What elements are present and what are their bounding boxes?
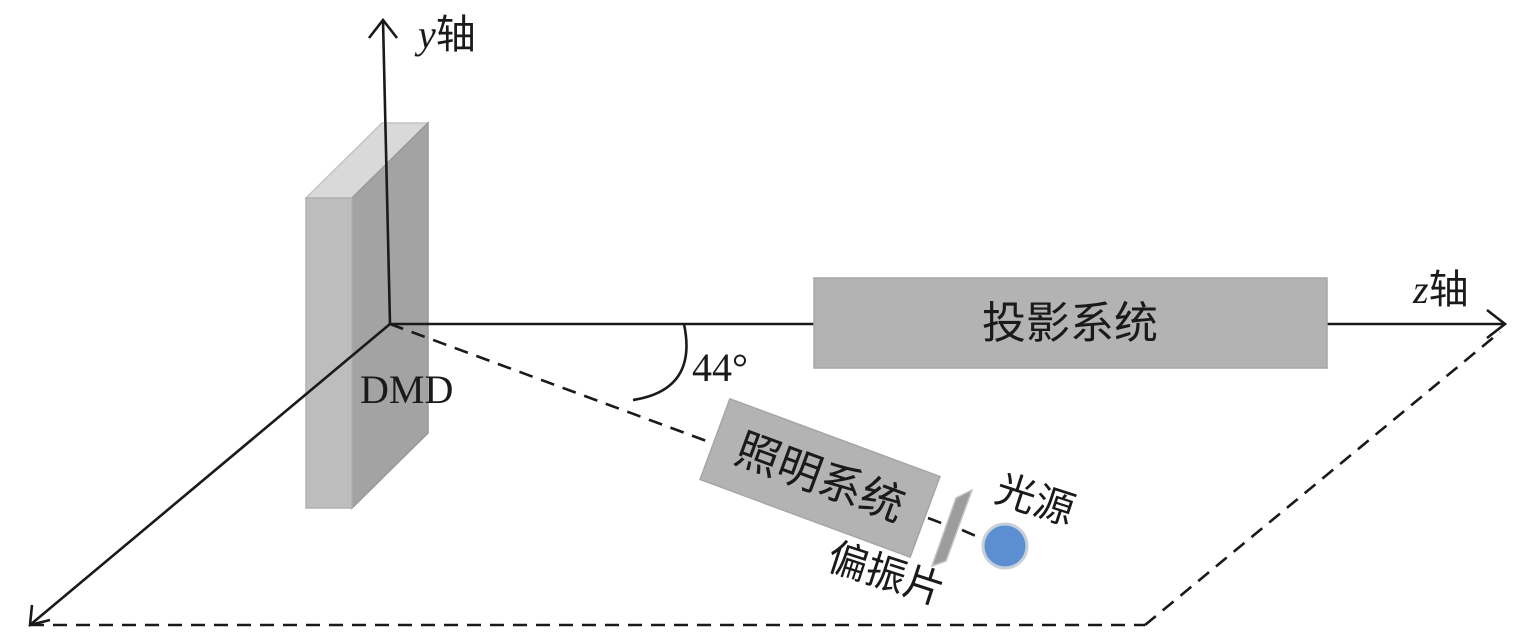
dmd-label: DMD xyxy=(360,367,453,412)
dmd-block xyxy=(304,121,430,510)
y-axis xyxy=(367,17,399,325)
angle-label: 44° xyxy=(692,345,748,390)
dmd-front-face xyxy=(305,197,353,509)
depth-axis xyxy=(28,323,391,627)
polarizer-plate xyxy=(930,488,974,568)
z-axis-arrowhead xyxy=(1486,308,1508,340)
z-axis-label: z轴 xyxy=(1412,267,1469,312)
z-axis-suffix: 轴 xyxy=(1429,267,1469,312)
angle-arc xyxy=(632,323,688,402)
ground-plane-outline xyxy=(30,330,1501,627)
illumination-axis xyxy=(389,322,713,445)
projection-system-label: 投影系统 xyxy=(982,299,1158,348)
y-axis-suffix: 轴 xyxy=(436,12,476,57)
illumination-system-block xyxy=(699,397,941,559)
y-axis-label: y轴 xyxy=(414,12,476,57)
depth-axis-arrowhead xyxy=(28,604,51,627)
y-axis-var: y xyxy=(414,12,436,57)
light-source-circle xyxy=(981,522,1029,570)
beam-segment-polarizer-source xyxy=(961,528,984,541)
z-axis-var: z xyxy=(1412,267,1429,312)
y-axis-arrowhead xyxy=(367,17,399,39)
beam-segment-illum-polarizer xyxy=(927,516,945,526)
projection-system-block xyxy=(813,277,1328,369)
